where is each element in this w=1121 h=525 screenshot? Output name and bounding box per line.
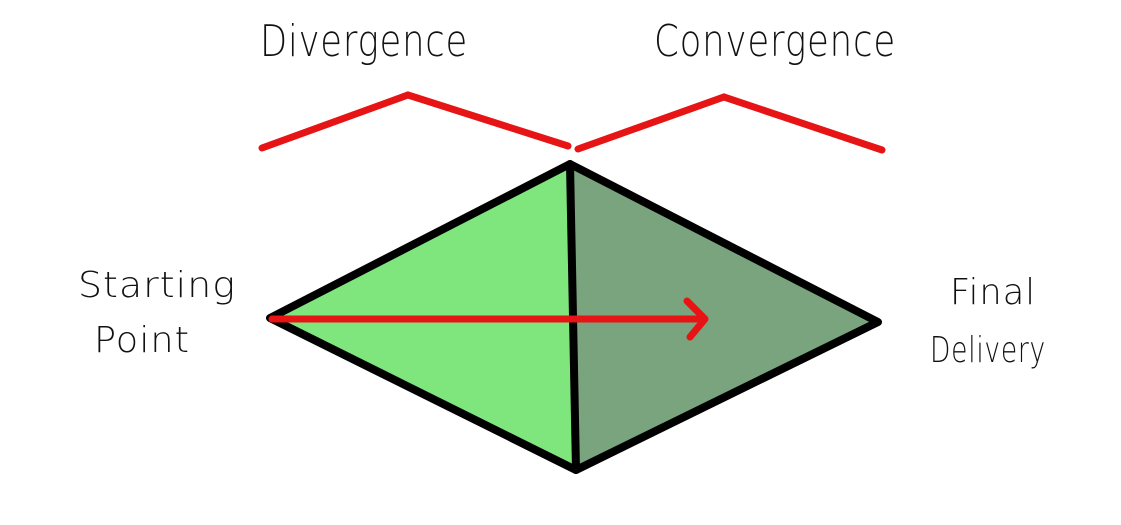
convergence-label: Convergence — [654, 16, 896, 67]
starting-point-label-line2: Point — [94, 320, 190, 361]
convergence-triangle — [570, 164, 878, 470]
progress-arrow-head — [683, 297, 709, 341]
divergence-bracket — [258, 91, 572, 152]
divergence-label: Divergence — [260, 16, 468, 67]
convergence-bracket — [574, 93, 886, 154]
diamond-outline — [266, 160, 882, 474]
starting-point-label-line1: Starting — [78, 265, 236, 306]
final-delivery-label-line1: Final — [950, 272, 1036, 313]
final-delivery-label-line2: Delivery — [930, 330, 1046, 371]
